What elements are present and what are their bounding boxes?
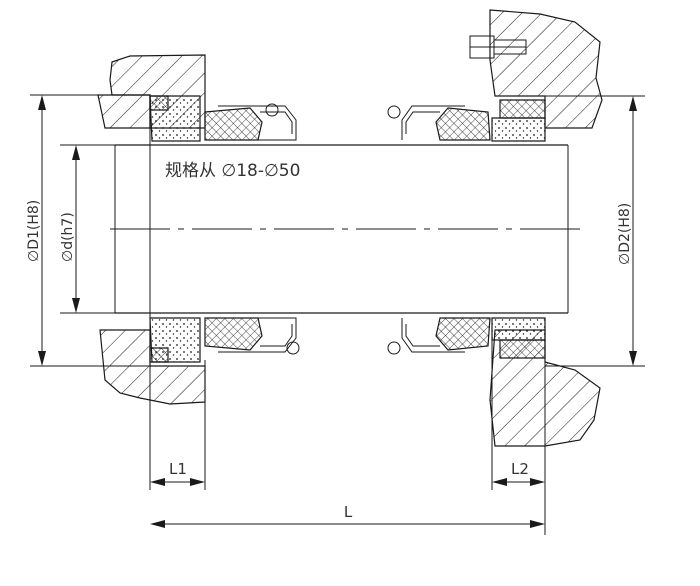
label-d2: ∅D2(H8) <box>617 203 633 265</box>
label-d1: ∅D1(H8) <box>26 200 42 262</box>
right-stationary-seat-top <box>491 117 546 142</box>
right-setscrew-top <box>387 105 401 119</box>
dim-l: L <box>150 503 545 528</box>
right-oring-bottom <box>499 339 546 359</box>
label-l1: L1 <box>169 460 187 478</box>
left-spring-holder-bottom <box>218 317 297 353</box>
right-spring-holder-bottom <box>401 318 465 353</box>
spec-range-label: 规格从 ∅18-∅50 <box>165 161 300 181</box>
dim-l1: L1 <box>150 460 205 486</box>
dim-d2: ∅D2(H8) <box>617 96 637 366</box>
left-rotating-ring-bottom <box>204 317 263 351</box>
left-setscrew-bottom <box>286 341 300 355</box>
right-oring-top <box>499 99 546 119</box>
dim-d1: ∅D1(H8) <box>26 95 46 366</box>
right-rotating-ring-top <box>435 107 491 141</box>
left-rotating-ring-top <box>204 107 263 141</box>
bolt <box>469 35 527 59</box>
right-rotating-ring-bottom <box>435 317 491 351</box>
dim-d: ∅d(h7) <box>60 145 80 313</box>
label-l: L <box>344 503 353 521</box>
left-oring-bottom <box>149 347 169 363</box>
left-spring-holder-top <box>218 105 297 141</box>
right-spring-holder-top <box>401 105 465 140</box>
right-stationary-seat-bottom <box>491 317 546 341</box>
left-setscrew-top <box>265 103 279 117</box>
label-l2: L2 <box>511 460 529 478</box>
left-gland-top <box>97 94 151 129</box>
label-d: ∅d(h7) <box>60 212 76 262</box>
right-setscrew-bottom <box>387 341 401 355</box>
left-oring-top <box>149 95 169 111</box>
dim-l2: L2 <box>492 460 545 486</box>
